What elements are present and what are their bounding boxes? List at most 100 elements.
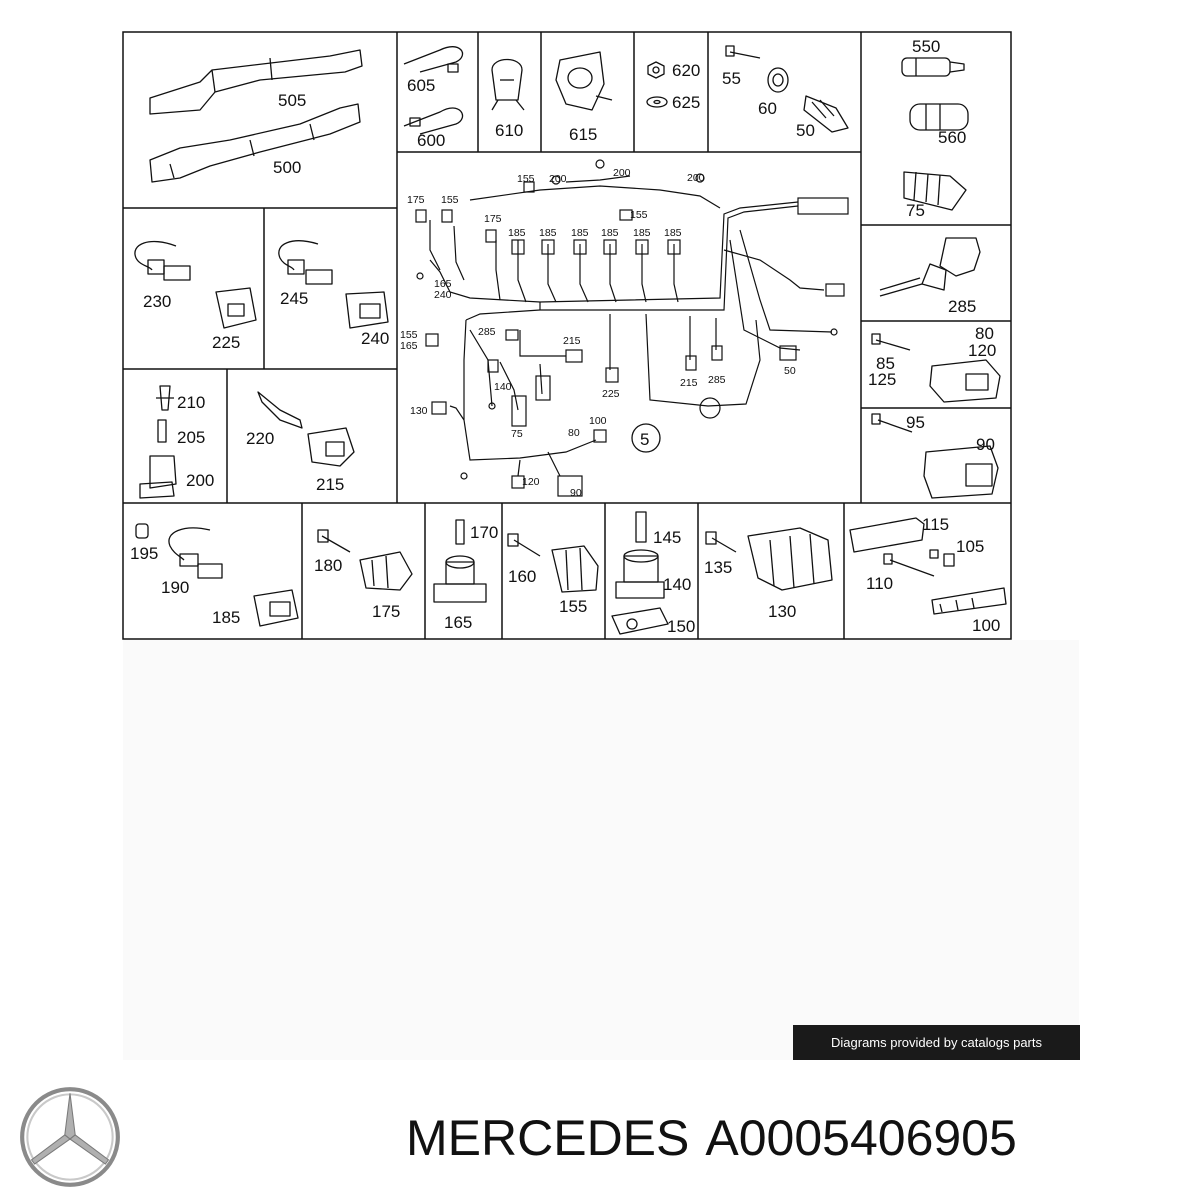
fuse-box-100-icon bbox=[931, 587, 1007, 615]
part-label-140: 140 bbox=[663, 575, 691, 594]
part-label-120: 120 bbox=[968, 341, 996, 360]
callout-circle bbox=[631, 423, 661, 453]
harness-callout-285: 285 bbox=[478, 326, 496, 338]
part-label-175: 175 bbox=[372, 602, 400, 621]
sensor-285-icon bbox=[879, 237, 981, 297]
fuse-cover-115-icon bbox=[849, 517, 925, 553]
part-label-615: 615 bbox=[569, 125, 597, 144]
connector-240-icon bbox=[345, 291, 389, 329]
harness-callout-155: 155 bbox=[441, 194, 459, 206]
harness-callout-185: 185 bbox=[664, 227, 682, 239]
harness-callout-200: 200 bbox=[687, 172, 705, 184]
connector-50-icon bbox=[803, 95, 849, 133]
parts-diagram: 5055006056006106156206255560505505605155… bbox=[122, 31, 1012, 640]
cable-tie-605-icon bbox=[403, 46, 464, 73]
part-label-550: 550 bbox=[912, 37, 940, 56]
harness-callout-50: 50 bbox=[784, 365, 796, 377]
part-label-185: 185 bbox=[212, 608, 240, 627]
socket-165-icon bbox=[433, 555, 487, 603]
credit-banner: Diagrams provided by catalogs parts bbox=[793, 1025, 1080, 1060]
part-label-50: 50 bbox=[796, 121, 815, 140]
harness-callout-185: 185 bbox=[539, 227, 557, 239]
harness-callout-165: 165 bbox=[434, 278, 452, 290]
harness-callout-200: 200 bbox=[613, 167, 631, 179]
connector-215-icon bbox=[307, 427, 355, 467]
part-label-200: 200 bbox=[186, 471, 214, 490]
connector-185-icon bbox=[253, 589, 299, 627]
part-label-170: 170 bbox=[470, 523, 498, 542]
seal-195-icon bbox=[135, 523, 149, 539]
pin-55-icon bbox=[725, 45, 761, 59]
harness-callout-120: 120 bbox=[522, 476, 540, 488]
harness-callout-215: 215 bbox=[680, 377, 698, 389]
part-label-230: 230 bbox=[143, 292, 171, 311]
part-label-215: 215 bbox=[316, 475, 344, 494]
clip-610-icon bbox=[491, 58, 525, 111]
seal-60-icon bbox=[767, 67, 789, 93]
connector-200-icon bbox=[139, 455, 177, 499]
part-label-500: 500 bbox=[273, 158, 301, 177]
part-label-165: 165 bbox=[444, 613, 472, 632]
cable-tie-600-icon bbox=[403, 107, 464, 135]
harness-callout-90: 90 bbox=[570, 487, 582, 499]
part-label-190: 190 bbox=[161, 578, 189, 597]
terminal-95-icon bbox=[871, 413, 913, 433]
terminal-85-icon bbox=[871, 333, 911, 351]
part-label-225: 225 bbox=[212, 333, 240, 352]
part-label-130: 130 bbox=[768, 602, 796, 621]
harness-callout-215: 215 bbox=[563, 335, 581, 347]
part-label-160: 160 bbox=[508, 567, 536, 586]
connector-block-130-icon bbox=[747, 527, 833, 591]
terminal-220-icon bbox=[257, 391, 303, 429]
harness-callout-185: 185 bbox=[601, 227, 619, 239]
socket-140-icon bbox=[615, 549, 665, 599]
part-label-605: 605 bbox=[407, 76, 435, 95]
part-label-610: 610 bbox=[495, 121, 523, 140]
connector-560-icon bbox=[909, 103, 969, 131]
diagram-frame bbox=[122, 31, 1012, 640]
sensor-lead-245-icon bbox=[278, 240, 333, 285]
part-label-245: 245 bbox=[280, 289, 308, 308]
bracket-615-icon bbox=[555, 51, 613, 111]
part-label-210: 210 bbox=[177, 393, 205, 412]
part-label-125: 125 bbox=[868, 370, 896, 389]
connector-120-icon bbox=[929, 359, 1001, 403]
harness-callout-155: 155 bbox=[517, 173, 535, 185]
cable-duct-505-icon bbox=[149, 49, 363, 115]
connector-155-icon bbox=[551, 545, 599, 593]
connector-550-icon bbox=[901, 57, 965, 77]
part-label-135: 135 bbox=[704, 558, 732, 577]
washer-625-icon bbox=[646, 96, 668, 108]
part-label-5: 5 bbox=[640, 430, 649, 449]
pin-135-icon bbox=[705, 531, 737, 553]
harness-callout-285: 285 bbox=[708, 374, 726, 386]
part-label-115: 115 bbox=[922, 515, 949, 534]
terminal-105-icon bbox=[929, 549, 955, 567]
part-label-560: 560 bbox=[938, 128, 966, 147]
part-label-60: 60 bbox=[758, 99, 777, 118]
harness-callout-165: 165 bbox=[400, 340, 418, 352]
harness-callout-240: 240 bbox=[434, 289, 452, 301]
harness-callout-185: 185 bbox=[508, 227, 526, 239]
harness-callout-185: 185 bbox=[633, 227, 651, 239]
harness-callout-155: 155 bbox=[630, 209, 648, 221]
part-label-90: 90 bbox=[976, 435, 995, 454]
terminal-210-icon bbox=[156, 385, 174, 411]
harness-callout-155: 155 bbox=[400, 329, 418, 341]
brand-name: MERCEDES bbox=[406, 1110, 690, 1166]
part-label-55: 55 bbox=[722, 69, 741, 88]
mercedes-star-icon bbox=[20, 1087, 120, 1187]
nut-620-icon bbox=[647, 61, 665, 79]
bulb-145-icon bbox=[635, 511, 647, 543]
harness-callout-200: 200 bbox=[549, 173, 567, 185]
part-label-180: 180 bbox=[314, 556, 342, 575]
connector-75-icon bbox=[903, 171, 967, 211]
harness-callout-75: 75 bbox=[511, 428, 523, 440]
harness-callout-140: 140 bbox=[494, 381, 512, 393]
part-label-85: 85 bbox=[876, 354, 895, 373]
part-label-625: 625 bbox=[672, 93, 700, 112]
connector-90-icon bbox=[923, 445, 999, 499]
part-label-195: 195 bbox=[130, 544, 158, 563]
part-label-150: 150 bbox=[667, 617, 695, 636]
